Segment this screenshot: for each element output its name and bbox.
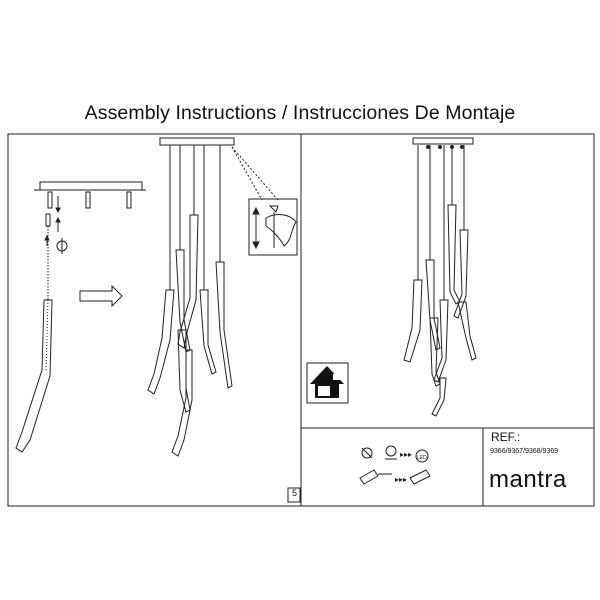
canopy (39, 181, 143, 191)
pendant-cluster-final (403, 137, 477, 417)
led-icon (415, 449, 429, 463)
lamp-icons: ▸▸▸ LED ▸▸▸ (359, 445, 431, 485)
page-title: Assembly Instructions / Instrucciones De… (84, 102, 516, 124)
ref-label: REF.: (491, 430, 521, 444)
rotate-icon (56, 238, 68, 254)
pendant-cluster-assembled (147, 137, 235, 457)
height-adjust-icon (231, 146, 298, 256)
bulb-icon (385, 445, 397, 457)
svg-text:LED: LED (417, 455, 427, 461)
pendant-rod (15, 299, 53, 453)
single-pendant-detail (15, 181, 146, 453)
ref-codes: 9366/9367/9368/9369 (490, 446, 559, 455)
connector (47, 191, 53, 209)
house-icon (306, 362, 349, 404)
bulb-icon (361, 447, 373, 459)
module-icon (409, 469, 431, 485)
svg-text:▸▸▸: ▸▸▸ (400, 450, 412, 459)
brand-logo: mantra (489, 466, 567, 493)
module-icon (359, 469, 379, 485)
page-number-box (287, 487, 301, 503)
canopy (412, 137, 474, 145)
page-number: 5 (291, 488, 297, 498)
right-arrow-icon (79, 284, 123, 308)
svg-text:▸▸▸: ▸▸▸ (395, 475, 407, 484)
canopy (159, 137, 235, 146)
